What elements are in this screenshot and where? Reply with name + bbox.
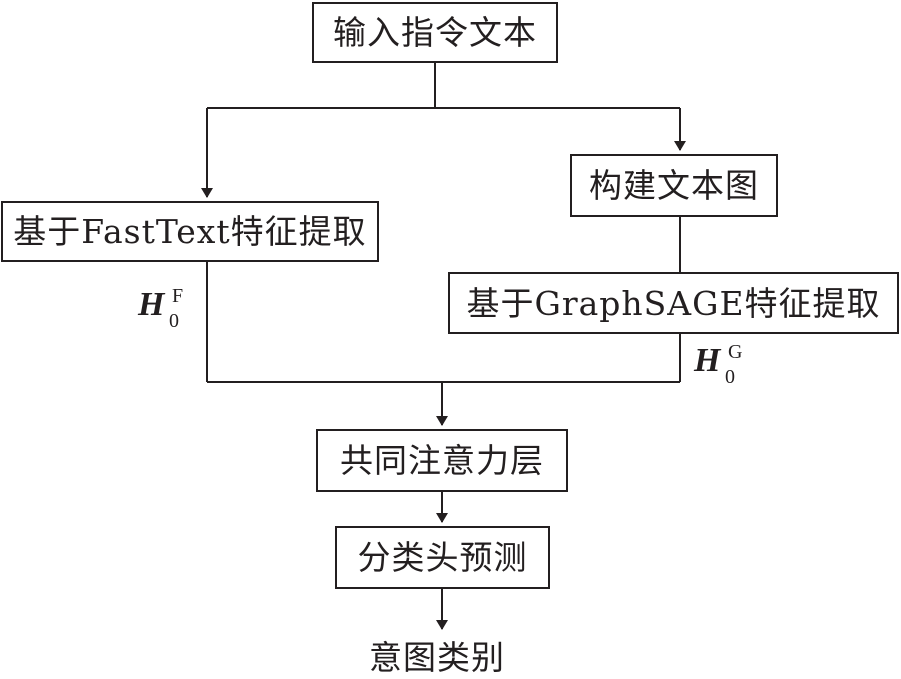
- node-intent-category-label: 意图类别: [369, 638, 505, 677]
- h-symbol: H: [138, 286, 165, 323]
- label-h0-graphsage: H G 0: [694, 342, 754, 392]
- node-co-attention-layer: 共同注意力层: [316, 429, 568, 492]
- node-fasttext-feature-extraction: 基于FastText特征提取: [1, 201, 379, 262]
- h-subscript: 0: [169, 310, 179, 332]
- h-symbol: H: [694, 342, 721, 379]
- node-intent-category: 意图类别: [369, 641, 505, 674]
- node-build-text-graph: 构建文本图: [570, 154, 778, 217]
- node-input-text: 输入指令文本: [312, 2, 558, 63]
- node-fasttext-label: 基于FastText特征提取: [13, 212, 367, 251]
- h-subscript: 0: [725, 366, 735, 388]
- node-co-attention-label: 共同注意力层: [340, 441, 544, 480]
- node-classifier-label: 分类头预测: [357, 538, 528, 577]
- node-input-text-label: 输入指令文本: [333, 13, 537, 52]
- node-classifier-head: 分类头预测: [335, 526, 550, 589]
- node-build-text-graph-label: 构建文本图: [589, 166, 759, 205]
- node-graphsage-label: 基于GraphSAGE特征提取: [466, 283, 881, 323]
- h-superscript: G: [728, 341, 743, 363]
- label-h0-fasttext: H F 0: [138, 286, 198, 336]
- h-superscript: F: [172, 285, 184, 307]
- node-graphsage-feature-extraction: 基于GraphSAGE特征提取: [448, 272, 899, 334]
